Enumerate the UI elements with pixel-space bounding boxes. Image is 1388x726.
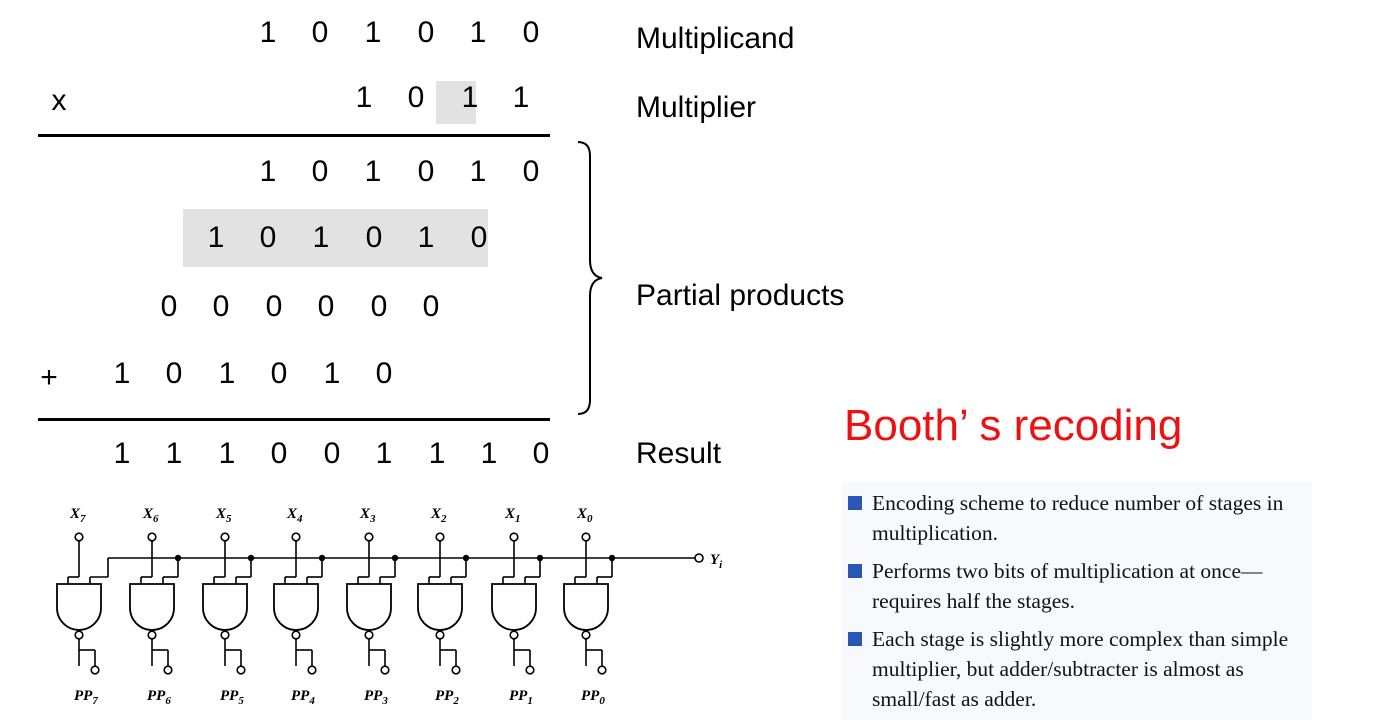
result-bit: 0 bbox=[270, 437, 288, 470]
result-bit: 1 bbox=[480, 437, 498, 470]
output-label: PP0 bbox=[581, 688, 605, 707]
partial-product-bit: 0 bbox=[422, 290, 440, 323]
list-item: Encoding scheme to reduce number of stag… bbox=[848, 488, 1312, 548]
partial-product-bit: 0 bbox=[160, 290, 178, 323]
partial-product-bit: 1 bbox=[312, 221, 330, 254]
partial-product-bit: 1 bbox=[364, 155, 382, 188]
bullet-text: Each stage is slightly more complex than… bbox=[872, 627, 1289, 711]
multiplier-bit: 1 bbox=[355, 81, 373, 114]
multiplicand-bit: 1 bbox=[259, 16, 277, 49]
multiplicand-bit: 0 bbox=[522, 16, 540, 49]
partial-product-bit: 0 bbox=[265, 290, 283, 323]
partial-product-bit: 1 bbox=[469, 155, 487, 188]
result-bit: 1 bbox=[165, 437, 183, 470]
multiplier-sign: x bbox=[51, 84, 67, 117]
output-label: PP3 bbox=[364, 688, 388, 707]
partial-product-bit: 0 bbox=[270, 357, 288, 390]
input-label: X0 bbox=[576, 506, 593, 525]
partial-product-bit: 1 bbox=[259, 155, 277, 188]
partial-product-bit: 0 bbox=[259, 221, 277, 254]
multiplier-bit: 0 bbox=[407, 81, 425, 114]
partial-product-bit: 1 bbox=[323, 357, 341, 390]
plus-sign: + bbox=[40, 361, 58, 394]
partial-product-bit: 1 bbox=[218, 357, 236, 390]
multiplier-label: Multiplier bbox=[636, 91, 757, 124]
multiplicand-bit: 0 bbox=[417, 16, 435, 49]
partial-product-highlight bbox=[183, 209, 488, 267]
partial-product-bit: 0 bbox=[365, 221, 383, 254]
result-bit: 1 bbox=[218, 437, 236, 470]
partial-product-bit: 0 bbox=[375, 357, 393, 390]
output-label: PP6 bbox=[147, 688, 171, 707]
bottom-rule bbox=[38, 418, 550, 421]
partial-product-bit: 1 bbox=[417, 221, 435, 254]
bullet-square-icon bbox=[848, 564, 862, 578]
input-label: X6 bbox=[142, 506, 159, 525]
result-bit: 0 bbox=[323, 437, 341, 470]
bullet-square-icon bbox=[848, 496, 862, 510]
multiplicand-bit: 1 bbox=[364, 16, 382, 49]
partial-products-label: Partial products bbox=[636, 279, 845, 312]
output-label: PP2 bbox=[435, 688, 459, 707]
booth-title: Booth’ s recoding bbox=[844, 401, 1183, 450]
booth-bullet-list: Encoding scheme to reduce number of stag… bbox=[842, 482, 1312, 720]
partial-product-bit: 0 bbox=[417, 155, 435, 188]
partial-product-bit: 0 bbox=[317, 290, 335, 323]
input-label: X4 bbox=[286, 506, 303, 525]
input-label: X5 bbox=[215, 506, 232, 525]
partial-product-bit: 0 bbox=[522, 155, 540, 188]
result-bit: 1 bbox=[428, 437, 446, 470]
bullet-square-icon bbox=[848, 632, 862, 646]
partial-product-bit: 0 bbox=[212, 290, 230, 323]
input-label: X7 bbox=[69, 506, 86, 525]
multiplier-bit: 1 bbox=[512, 81, 530, 114]
output-label: PP5 bbox=[220, 688, 244, 707]
partial-product-bit: 0 bbox=[470, 221, 488, 254]
list-item: Each stage is slightly more complex than… bbox=[848, 624, 1312, 714]
output-label: PP1 bbox=[509, 688, 533, 707]
result-bit: 1 bbox=[113, 437, 131, 470]
multiplier-bit-highlight bbox=[436, 81, 476, 124]
output-label: PP4 bbox=[291, 688, 315, 707]
input-label: X3 bbox=[359, 506, 376, 525]
line-label: Yi bbox=[710, 552, 723, 571]
partial-product-bit: 0 bbox=[370, 290, 388, 323]
multiplicand-label: Multiplicand bbox=[636, 22, 795, 55]
result-bit: 1 bbox=[375, 437, 393, 470]
partial-product-bit: 0 bbox=[165, 357, 183, 390]
multiplicand-bit: 0 bbox=[311, 16, 329, 49]
list-item: Performs two bits of multiplication at o… bbox=[848, 556, 1312, 616]
bullet-text: Encoding scheme to reduce number of stag… bbox=[872, 491, 1284, 545]
output-label: PP7 bbox=[74, 688, 98, 707]
multiplier-bit: 1 bbox=[461, 81, 479, 114]
partial-product-bit: 1 bbox=[207, 221, 225, 254]
input-label: X1 bbox=[504, 506, 521, 525]
partial-product-bit: 1 bbox=[113, 357, 131, 390]
yi-terminal bbox=[694, 553, 704, 563]
bullet-text: Performs two bits of multiplication at o… bbox=[872, 559, 1263, 613]
partial-products-brace bbox=[577, 141, 603, 415]
result-bit: 0 bbox=[532, 437, 550, 470]
result-label: Result bbox=[636, 437, 722, 470]
partial-product-bit: 0 bbox=[311, 155, 329, 188]
multiplicand-bit: 1 bbox=[469, 16, 487, 49]
input-label: X2 bbox=[430, 506, 447, 525]
top-rule bbox=[38, 134, 550, 137]
